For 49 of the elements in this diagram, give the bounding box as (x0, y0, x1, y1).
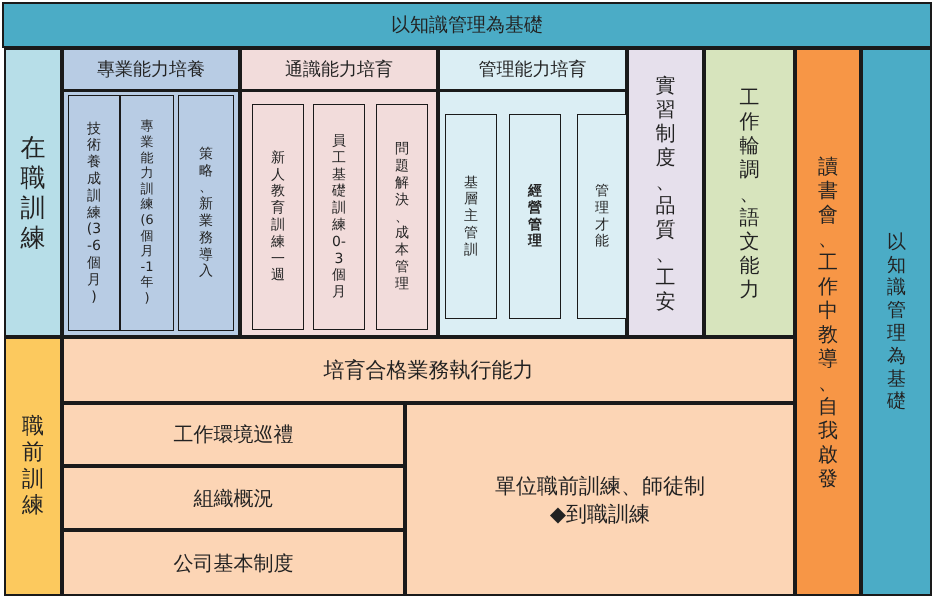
program-column (795, 48, 861, 596)
course-label: 員工基礎訓練0-3個月 (331, 133, 347, 301)
course-box (120, 95, 174, 331)
goal-band (62, 337, 795, 403)
course-box (252, 104, 304, 330)
course-box (62, 530, 405, 596)
category-column (4, 337, 62, 596)
program-column (627, 48, 704, 337)
course-label: 基層主管訓 (463, 174, 479, 258)
course-box (445, 114, 497, 319)
course-label: 管理才能 (594, 182, 610, 250)
program-column (704, 48, 795, 337)
panel-heading: 管理能力培育 (440, 50, 625, 92)
program-label: 實習制度、品質、工安 (654, 72, 676, 312)
course-box (577, 114, 627, 319)
group-panel (438, 48, 627, 337)
course-box (178, 95, 234, 331)
panel-heading: 通識能力培育 (242, 50, 436, 92)
panel-heading: 專業能力培養 (64, 50, 238, 92)
foundation-column (861, 48, 932, 596)
course-label: 問題解決、成本管理 (394, 141, 410, 293)
course-label: 工作環境巡禮 (174, 421, 294, 448)
program-label: 工作輪調、語文能力 (738, 84, 760, 300)
course-label: 組織概況 (194, 484, 274, 512)
course-label: 專業能力訓練(6個月-1年) (140, 119, 154, 307)
course-label: 策略、新業務導入 (198, 146, 214, 280)
category-column (4, 48, 62, 337)
course-label: 技術養成訓練(3-6個月) (86, 120, 102, 306)
foundation-label: 以知識管理為基礎 (886, 230, 907, 414)
course-label: 新人教育訓練一週 (270, 150, 286, 284)
course-label: 單位職前訓練、師徒制 (495, 472, 705, 500)
group-panel (240, 48, 438, 337)
category-label: 在職訓練 (20, 132, 46, 252)
course-box (68, 95, 120, 331)
banner-title: 以知識管理為基礎 (391, 13, 543, 38)
course-box (509, 114, 561, 319)
course-box (313, 104, 365, 330)
banner (2, 2, 932, 48)
category-label: 職前訓練 (21, 414, 45, 520)
course-box (62, 466, 405, 530)
goal-label: 培育合格業務執行能力 (324, 357, 534, 384)
course-box (376, 104, 428, 330)
course-label: ◆到職訓練 (550, 500, 650, 528)
course-label: 公司基本制度 (174, 550, 294, 576)
course-box (405, 403, 795, 596)
program-label: 讀書會、工作中教導、自我啟發 (817, 154, 839, 490)
course-label: 經營管理 (527, 182, 543, 250)
course-box (62, 403, 405, 466)
group-panel (62, 48, 240, 337)
